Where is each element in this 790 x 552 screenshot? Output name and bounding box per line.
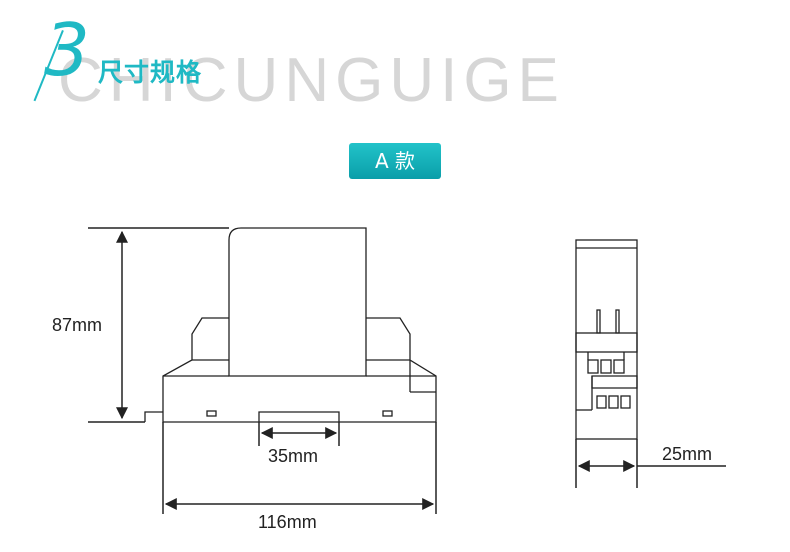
section-header: CHICUNGUIGE 3 尺寸规格 xyxy=(0,0,790,120)
side-pin-left xyxy=(596,309,601,334)
height-label: 87mm xyxy=(52,315,102,335)
width-label: 116mm xyxy=(258,512,317,532)
left-tab xyxy=(144,411,163,422)
variant-badge: A 款 xyxy=(349,143,441,179)
background-watermark-word: CHICUNGUIGE xyxy=(58,46,565,115)
section-number: 3 xyxy=(44,8,90,92)
side-terminal-upper xyxy=(575,332,638,353)
screw-mark-left xyxy=(206,410,217,417)
rail-width-label: 35mm xyxy=(268,446,318,466)
side-body xyxy=(575,239,638,440)
depth-label: 25mm xyxy=(662,444,712,464)
front-view xyxy=(144,227,437,423)
width-dimension xyxy=(162,422,437,514)
front-top-module xyxy=(228,227,367,377)
side-view xyxy=(575,239,638,440)
depth-dimension xyxy=(575,439,726,488)
side-terminal-lower xyxy=(591,375,638,389)
height-dimension xyxy=(88,227,229,423)
section-title: 尺寸规格 xyxy=(98,58,203,87)
rail-clip xyxy=(258,411,340,422)
front-body-outline xyxy=(162,317,437,423)
side-pin-right xyxy=(615,309,620,334)
rail-width-dimension xyxy=(258,422,340,446)
screw-mark-right xyxy=(382,410,393,417)
